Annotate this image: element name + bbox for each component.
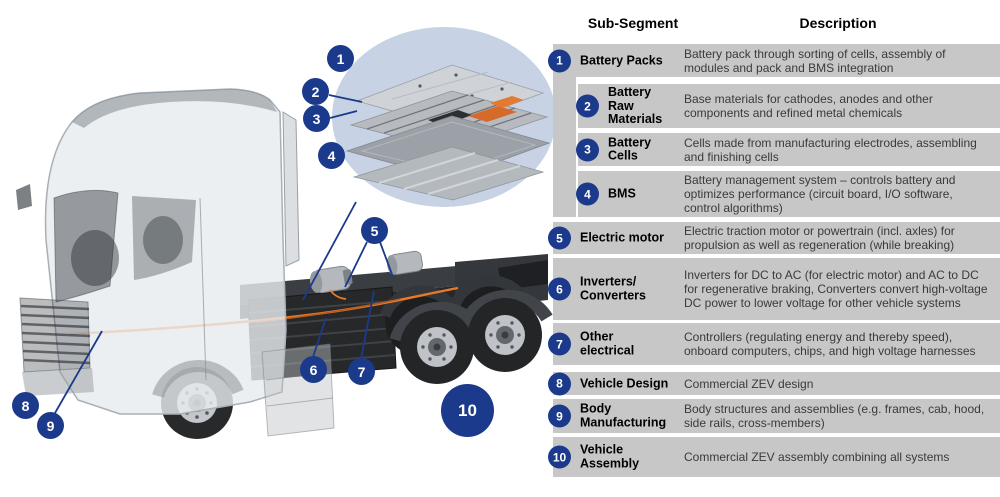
row-label: Electric motor bbox=[580, 230, 665, 245]
row-description: Inverters for DC to AC (for electric mot… bbox=[684, 268, 988, 310]
windshield bbox=[53, 189, 119, 303]
battery-group-strip bbox=[553, 44, 576, 217]
table-row-5: 5 Electric motor Electric traction motor… bbox=[548, 222, 1000, 254]
cab-roof bbox=[72, 89, 277, 128]
table-row-6: 6 Inverters/ Converters Inverters for DC… bbox=[548, 258, 1000, 320]
row-number-badge: 4 bbox=[576, 182, 599, 206]
table-row-4: 4 BMS Battery management system – contro… bbox=[576, 171, 1000, 217]
row-description: Body structures and assemblies (e.g. fra… bbox=[684, 402, 985, 430]
callout-4: 4 bbox=[318, 142, 345, 169]
truck-illustration bbox=[16, 27, 555, 439]
row-label: Vehicle Design bbox=[580, 375, 669, 390]
rear-fender-2 bbox=[457, 289, 553, 331]
column-header-sub-segment: Sub-Segment bbox=[587, 15, 679, 31]
row-description: Commercial ZEV design bbox=[684, 376, 814, 391]
row-number-badge: 10 bbox=[548, 445, 571, 469]
row-number-badge: 6 bbox=[548, 277, 571, 301]
front-fender bbox=[152, 360, 244, 398]
row-label: Battery Raw Materials bbox=[608, 84, 663, 126]
battery-orange-connector-2 bbox=[490, 96, 524, 108]
row-number-badge: 3 bbox=[576, 138, 599, 161]
callout-3: 3 bbox=[303, 105, 330, 132]
callout-9: 9 bbox=[37, 412, 64, 439]
row-description: Commercial ZEV assembly combining all sy… bbox=[684, 450, 950, 464]
row-description: Cells made from manufacturing electrodes… bbox=[684, 135, 977, 164]
row-number-badge: 8 bbox=[548, 372, 571, 395]
column-header-description: Description bbox=[799, 15, 877, 31]
cab-back-panel bbox=[282, 111, 300, 267]
table-row-8: 8 Vehicle Design Commercial ZEV design bbox=[548, 372, 1000, 395]
row-number-badge: 9 bbox=[548, 404, 571, 428]
electric-motor-1 bbox=[309, 265, 353, 294]
callout-6: 6 bbox=[300, 356, 327, 383]
callout-10: 10 bbox=[441, 384, 494, 437]
battery-pack-inset bbox=[332, 27, 555, 207]
row-label: BMS bbox=[608, 186, 636, 201]
table-row-1: 1 Battery Packs Battery pack through sor… bbox=[548, 44, 1000, 77]
row-description: Electric traction motor or powertrain (i… bbox=[684, 224, 955, 252]
row-label: Other electrical bbox=[580, 329, 635, 357]
table-row-9: 9 Body Manufacturing Body structures and… bbox=[548, 399, 1000, 433]
row-label: Battery Cells bbox=[608, 135, 652, 163]
row-label: Battery Packs bbox=[580, 52, 663, 67]
callout-7: 7 bbox=[348, 358, 375, 385]
wheel-rear-1 bbox=[400, 310, 474, 384]
row-label: Inverters/ Converters bbox=[580, 274, 646, 302]
seat-2 bbox=[143, 216, 183, 264]
row-number-badge: 7 bbox=[548, 332, 571, 356]
row-description: Battery management system – controls bat… bbox=[684, 173, 956, 215]
row-description: Controllers (regulating energy and there… bbox=[684, 330, 976, 358]
row-number-badge: 2 bbox=[576, 94, 599, 118]
row-description: Battery pack through sorting of cells, a… bbox=[684, 46, 946, 75]
mirror bbox=[16, 184, 32, 210]
table-row-10: 10 Vehicle Assembly Commercial ZEV assem… bbox=[548, 437, 1000, 477]
cab-steps bbox=[261, 343, 335, 437]
callout-5: 5 bbox=[361, 217, 388, 244]
callout-2: 2 bbox=[302, 78, 329, 105]
seat-1 bbox=[71, 230, 119, 286]
truck-cab bbox=[16, 88, 335, 437]
truck bbox=[16, 88, 553, 439]
row-number-badge: 1 bbox=[548, 49, 571, 72]
row-number-badge: 5 bbox=[548, 226, 571, 250]
callout-8: 8 bbox=[12, 392, 39, 419]
wheel-rear-2 bbox=[468, 298, 542, 372]
row-label: Body Manufacturing bbox=[580, 401, 667, 429]
row-description: Base materials for cathodes, anodes and … bbox=[684, 92, 933, 120]
table-row-7: 7 Other electrical Controllers (regulati… bbox=[548, 323, 1000, 365]
door-line bbox=[199, 197, 207, 381]
table-row-3: 3 Battery Cells Cells made from manufact… bbox=[576, 133, 1000, 166]
callout-1: 1 bbox=[327, 45, 354, 72]
leader-lines bbox=[54, 94, 394, 414]
battery-orange-connector bbox=[468, 106, 517, 122]
front-bumper bbox=[22, 368, 94, 396]
table-row-2: 2 Battery Raw Materials Base materials f… bbox=[576, 84, 1000, 128]
row-label: Vehicle Assembly bbox=[580, 442, 640, 470]
side-window bbox=[132, 196, 196, 280]
